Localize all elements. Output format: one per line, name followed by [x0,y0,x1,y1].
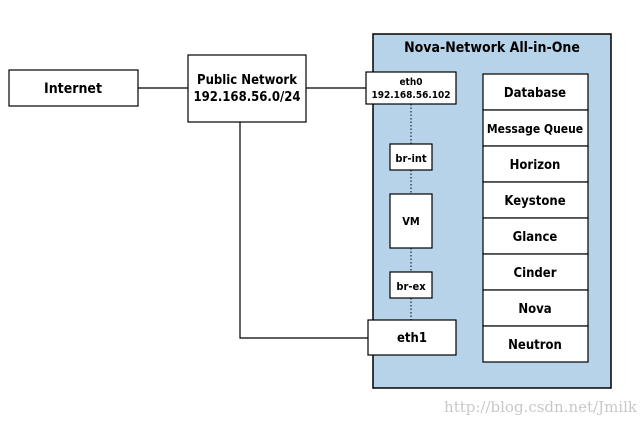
service-label-cinder: Cinder [514,266,557,281]
service-box-cinder [482,253,589,291]
service-box-horizon [482,145,589,183]
eth1-label: eth1 [397,331,427,346]
service-label-database: Database [504,86,566,101]
br-int-label: br-int [395,152,427,165]
service-label-message-queue: Message Queue [487,122,583,136]
internet-label: Internet [44,81,102,97]
eth0-box [365,71,457,105]
services-stack: Database Message Queue Horizon Keystone … [482,73,589,363]
container-title: Nova-Network All-in-One [404,40,580,56]
service-label-neutron: Neutron [508,338,562,353]
public-network-label: Public Network [197,73,297,88]
eth1-box [367,319,457,356]
public-network-subnet: 192.168.56.0/24 [193,90,300,105]
service-box-neutron [482,325,589,363]
eth0-label: eth0 [399,77,422,88]
vm-label: VM [402,215,420,228]
watermark-text: http://blog.csdn.net/Jmilk [444,398,638,416]
br-ex-box [389,271,433,299]
service-label-glance: Glance [513,230,558,245]
internet-box [8,69,139,107]
service-box-message-queue [482,109,589,147]
service-label-nova: Nova [518,302,551,317]
service-label-keystone: Keystone [504,194,565,209]
br-ex-label: br-ex [396,280,426,293]
public-network-box [187,54,307,123]
service-box-keystone [482,181,589,219]
eth0-ip: 192.168.56.102 [371,90,450,101]
vm-box [389,193,433,249]
service-label-horizon: Horizon [510,158,561,173]
link-public-eth1 [239,122,368,339]
br-int-box [389,143,433,171]
